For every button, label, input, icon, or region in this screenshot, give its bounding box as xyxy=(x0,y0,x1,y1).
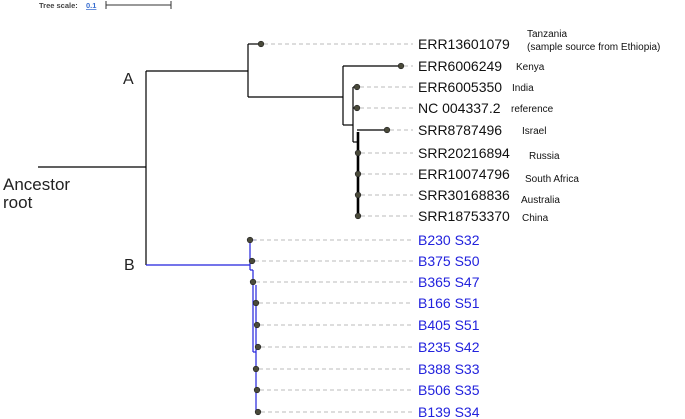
leaf-label-err6006249: ERR6006249 xyxy=(418,58,502,74)
leaf-label-srr8787496: SRR8787496 xyxy=(418,122,502,138)
node-b506-s35 xyxy=(253,386,261,394)
leaf-label-b365-s47: B365 S47 xyxy=(418,274,480,290)
leaf-nodes xyxy=(246,40,405,416)
node-srr8787496 xyxy=(383,126,391,134)
leaf-labels: ERR13601079 Tanzania (sample source from E… xyxy=(418,29,660,419)
leaf-label-b375-s50: B375 S50 xyxy=(418,253,480,269)
country-label-err10074796: South Africa xyxy=(525,174,579,185)
node-b375-s50 xyxy=(248,257,256,265)
root-label-line1: Ancestor xyxy=(3,175,70,194)
leaf-label-b230-s32: B230 S32 xyxy=(418,232,480,248)
node-b388-s33 xyxy=(252,365,260,373)
leaf-label-b139-s34: B139 S34 xyxy=(418,404,480,419)
node-b166-s51 xyxy=(252,299,260,307)
leaf-label-b506-s35: B506 S35 xyxy=(418,382,480,398)
country-label-err6006249: Kenya xyxy=(516,62,545,73)
leader-lines xyxy=(250,43,413,413)
root: Ancestor root xyxy=(3,166,146,212)
node-srr30168836 xyxy=(354,191,362,199)
tree-scale-value: 0.1 xyxy=(86,1,96,10)
node-b365-s47 xyxy=(249,278,257,286)
clade-b-branches xyxy=(146,240,257,412)
node-srr20216894 xyxy=(354,149,362,157)
leaf-label-err13601079: ERR13601079 xyxy=(418,36,510,52)
tree-scale-label: Tree scale: xyxy=(39,1,78,10)
clade-label-b: B xyxy=(124,257,135,274)
leaf-label-srr20216894: SRR20216894 xyxy=(418,145,510,161)
leaf-label-err10074796: ERR10074796 xyxy=(418,166,510,182)
tree-scale: Tree scale: 0.1 xyxy=(39,1,172,10)
node-srr18753370 xyxy=(354,212,362,220)
node-b139-s34 xyxy=(254,408,262,416)
leaf-label-srr30168836: SRR30168836 xyxy=(418,187,510,203)
country-label-err6005350: India xyxy=(512,83,534,94)
root-label-line2: root xyxy=(3,193,33,212)
leaf-label-srr18753370: SRR18753370 xyxy=(418,208,510,224)
country-label-srr30168836: Australia xyxy=(521,195,560,206)
leaf-label-nc-004337-2: NC 004337.2 xyxy=(418,100,501,116)
country-label-srr18753370: China xyxy=(522,213,549,224)
country-label-err13601079: Tanzania xyxy=(527,29,567,40)
node-b405-s51 xyxy=(253,321,261,329)
country-label-srr8787496: Israel xyxy=(522,126,546,137)
node-b230-s32 xyxy=(246,236,254,244)
node-err13601079 xyxy=(257,40,265,48)
node-err10074796 xyxy=(354,170,362,178)
node-nc-004337-2 xyxy=(353,104,361,112)
clade-a-branches xyxy=(145,43,401,265)
country-label-nc-004337-2: reference xyxy=(511,104,554,115)
leaf-label-b405-s51: B405 S51 xyxy=(418,317,480,333)
leaf-label-b388-s33: B388 S33 xyxy=(418,361,480,377)
country-label-err13601079-1: (sample source from Ethiopia) xyxy=(527,42,660,53)
leaf-label-b166-s51: B166 S51 xyxy=(418,295,480,311)
leaf-label-err6005350: ERR6005350 xyxy=(418,79,502,95)
node-err6006249 xyxy=(397,62,405,70)
node-err6005350 xyxy=(353,83,361,91)
leaf-label-b235-s42: B235 S42 xyxy=(418,339,480,355)
clade-label-a: A xyxy=(123,71,134,88)
country-label-srr20216894: Russia xyxy=(529,151,560,162)
node-b235-s42 xyxy=(254,343,262,351)
